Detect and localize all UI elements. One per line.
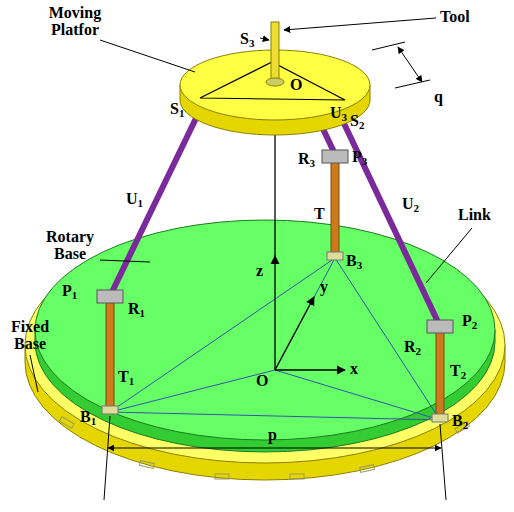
part-label: R3 (298, 150, 315, 167)
part-label: T1 (118, 368, 134, 385)
part-label: Moving Platfor (40, 4, 110, 38)
part-label: T (314, 205, 325, 222)
part-label: B1 (80, 408, 96, 425)
part-label: U1 (126, 190, 143, 207)
part-label: S3 (240, 30, 254, 47)
part-label: p (268, 426, 277, 443)
part-label: y (320, 278, 328, 295)
part-label: z (256, 262, 263, 279)
part-label: R1 (128, 300, 145, 317)
part-label: S1 (170, 100, 184, 117)
part-label: P2 (462, 312, 477, 329)
part-label: T2 (450, 362, 466, 379)
part-label: P3 (352, 148, 367, 165)
part-label: Rotary Base (38, 228, 102, 262)
part-label: S2 (350, 112, 364, 129)
part-label: Tool (440, 8, 470, 25)
part-label: P1 (62, 282, 77, 299)
part-label: B2 (452, 412, 468, 429)
part-label: B3 (346, 252, 362, 269)
part-label: O (256, 372, 268, 389)
part-label: O (290, 76, 302, 93)
part-label: Link (458, 206, 491, 223)
part-label: q (434, 88, 443, 105)
part-label: Fixed Base (2, 318, 58, 352)
part-label: R2 (404, 338, 421, 355)
part-label: U2 (402, 195, 419, 212)
part-label: x (350, 360, 358, 377)
part-label: U3 (330, 104, 347, 121)
